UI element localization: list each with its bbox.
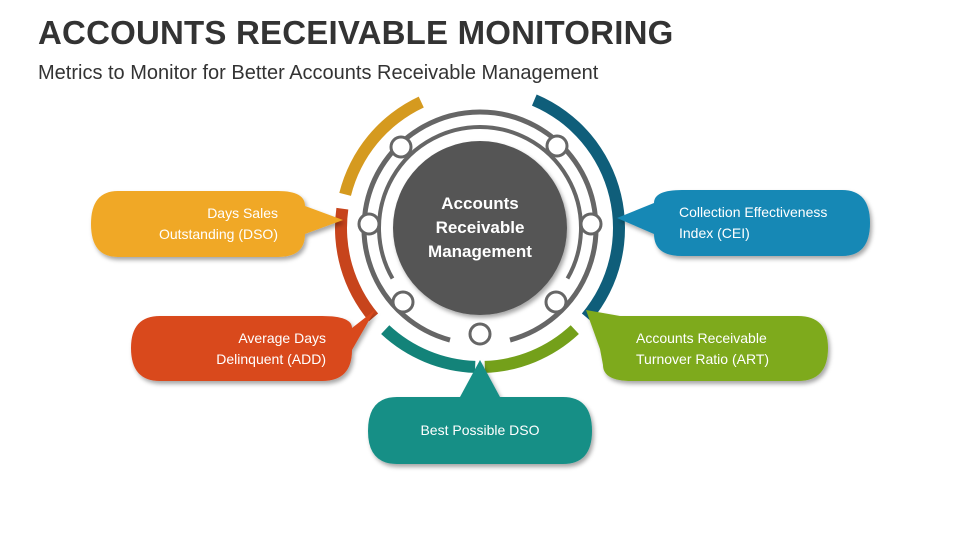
ring-node: [357, 212, 381, 236]
callout-add-text: Average Days Delinquent (ADD): [140, 316, 326, 381]
callout-bubble-add: [131, 310, 375, 381]
arc-segment-cei: [531, 94, 626, 322]
inner-ring-outer: [361, 109, 599, 343]
callout-bubble-dso: [91, 191, 343, 257]
callout-cei-line: Index (CEI): [679, 225, 750, 241]
arc-segment-add: [335, 207, 379, 322]
ring-node: [468, 322, 492, 346]
callout-dso-line: Outstanding (DSO): [158, 226, 278, 242]
center-label: Accounts Receivable Management: [395, 183, 565, 273]
callout-dso-line: Days Sales: [207, 205, 278, 221]
ring-node: [391, 290, 415, 314]
ring-nodes: [357, 134, 603, 346]
callout-add-line: Average Days: [238, 329, 326, 346]
callout-bubble-best: [368, 360, 592, 464]
arc-segment-art: [484, 325, 579, 373]
ring-node: [579, 212, 603, 236]
arc-segment-dso: [339, 96, 424, 196]
ring-node: [545, 134, 569, 158]
callout-bubble-cei: [617, 190, 870, 256]
ring-node: [389, 135, 413, 159]
center-circle: [393, 141, 567, 315]
callout-dso-text: Days Sales Outstanding (DSO): [100, 191, 278, 257]
center-label-line: Receivable: [435, 218, 525, 237]
outer-arc-segments: [335, 94, 626, 373]
center-label-line: Accounts: [441, 194, 519, 213]
ring-node: [544, 290, 568, 314]
callout-add-line: Delinquent (ADD): [216, 350, 326, 367]
page-subtitle: Metrics to Monitor for Better Accounts R…: [38, 62, 599, 84]
callout-art-text: Accounts Receivable Turnover Ratio (ART): [636, 316, 822, 381]
callout-art-line: Turnover Ratio (ART): [636, 350, 770, 367]
callout-cei-line: Collection Effectiveness: [679, 204, 828, 220]
callout-art-line: Accounts Receivable: [636, 329, 767, 346]
callout-best-line: Best Possible DSO: [420, 422, 540, 438]
arc-segment-best: [381, 325, 476, 373]
callout-bubble-art: [586, 310, 828, 381]
center-label-line: Management: [428, 242, 532, 261]
page-title: ACCOUNTS RECEIVABLE MONITORING: [38, 14, 674, 51]
callout-best-text: Best Possible DSO: [370, 397, 590, 464]
inner-ring-inner: [377, 125, 583, 280]
callout-cei-text: Collection Effectiveness Index (CEI): [679, 190, 865, 256]
